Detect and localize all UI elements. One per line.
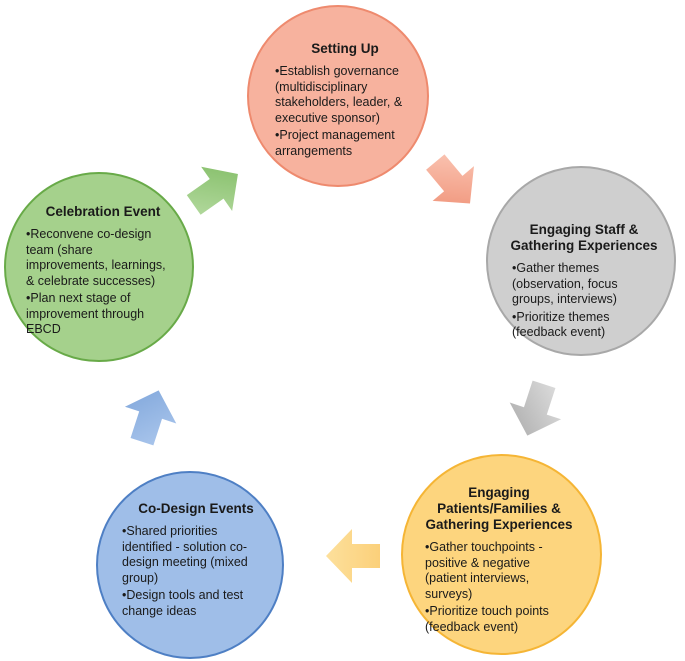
stage-bullets: Shared priorities identified - solution …	[122, 524, 270, 619]
stage-setting-up-content: Setting Up Establish governance (multidi…	[275, 41, 415, 161]
stage-co-design-content: Co-Design Events Shared priorities ident…	[122, 501, 270, 621]
stage-bullets: Reconvene co-design team (share improvem…	[24, 227, 182, 338]
stage-engaging-staff-content: Engaging Staff & Gathering Experiences G…	[504, 222, 664, 343]
bullet-item: Project management arrangements	[275, 128, 415, 159]
arrow-celebration-to-setup	[186, 166, 238, 215]
bullet-item: Gather themes (observation, focus groups…	[512, 261, 650, 308]
bullet-item: Gather touchpoints - positive & negative…	[425, 540, 575, 602]
bullet-item: Design tools and test change ideas	[122, 588, 264, 619]
stage-celebration-content: Celebration Event Reconvene co-design te…	[24, 204, 182, 340]
arrow-setup-to-staff	[426, 154, 474, 204]
stage-engaging-patients-content: Engaging Patients/Families & Gathering E…	[413, 485, 585, 637]
bullet-item: Prioritize themes (feedback event)	[512, 310, 650, 341]
arrow-codesign-to-celebration	[124, 390, 177, 446]
bullet-item: Plan next stage of improvement through E…	[26, 291, 170, 338]
stage-title: Celebration Event	[45, 204, 161, 219]
arrow-patients-to-codesign	[326, 529, 380, 583]
bullet-item: Prioritize touch points (feedback event)	[425, 604, 575, 635]
bullet-item: Reconvene co-design team (share improvem…	[26, 227, 170, 289]
stage-bullets: Gather themes (observation, focus groups…	[504, 261, 664, 341]
stage-bullets: Gather touchpoints - positive & negative…	[413, 540, 585, 635]
stage-bullets: Establish governance (multidisciplinary …	[275, 64, 415, 159]
stage-title: Engaging Staff & Gathering Experiences	[510, 222, 658, 253]
bullet-item: Establish governance (multidisciplinary …	[275, 64, 415, 126]
stage-title: Engaging Patients/Families & Gathering E…	[425, 485, 573, 532]
stage-title: Co-Design Events	[138, 501, 254, 516]
stage-title: Setting Up	[311, 41, 379, 56]
bullet-item: Shared priorities identified - solution …	[122, 524, 264, 586]
arrow-staff-to-patients	[509, 380, 562, 436]
